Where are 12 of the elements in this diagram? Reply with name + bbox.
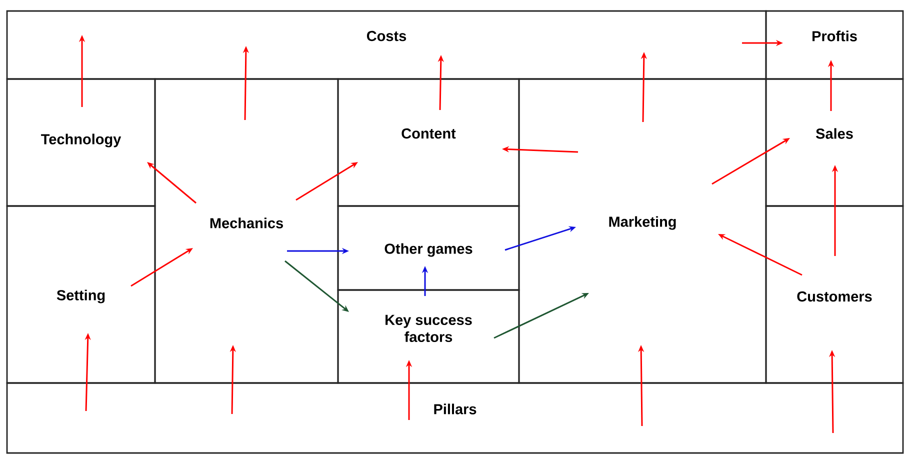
cell-box: Pillars [6, 382, 904, 454]
cell-box: Setting [6, 205, 156, 384]
cell-box: Marketing [518, 78, 767, 384]
cell-box: Mechanics [154, 78, 339, 384]
cell-box: Technology [6, 78, 156, 207]
cell-box: Key success factors [337, 289, 520, 384]
cell-box: Content [337, 78, 520, 207]
cell-box: Costs [6, 10, 767, 80]
cell-box: Customers [765, 205, 904, 384]
cell-box: Proftis [765, 10, 904, 80]
cell-box: Other games [337, 205, 520, 291]
cell-box: Sales [765, 78, 904, 207]
